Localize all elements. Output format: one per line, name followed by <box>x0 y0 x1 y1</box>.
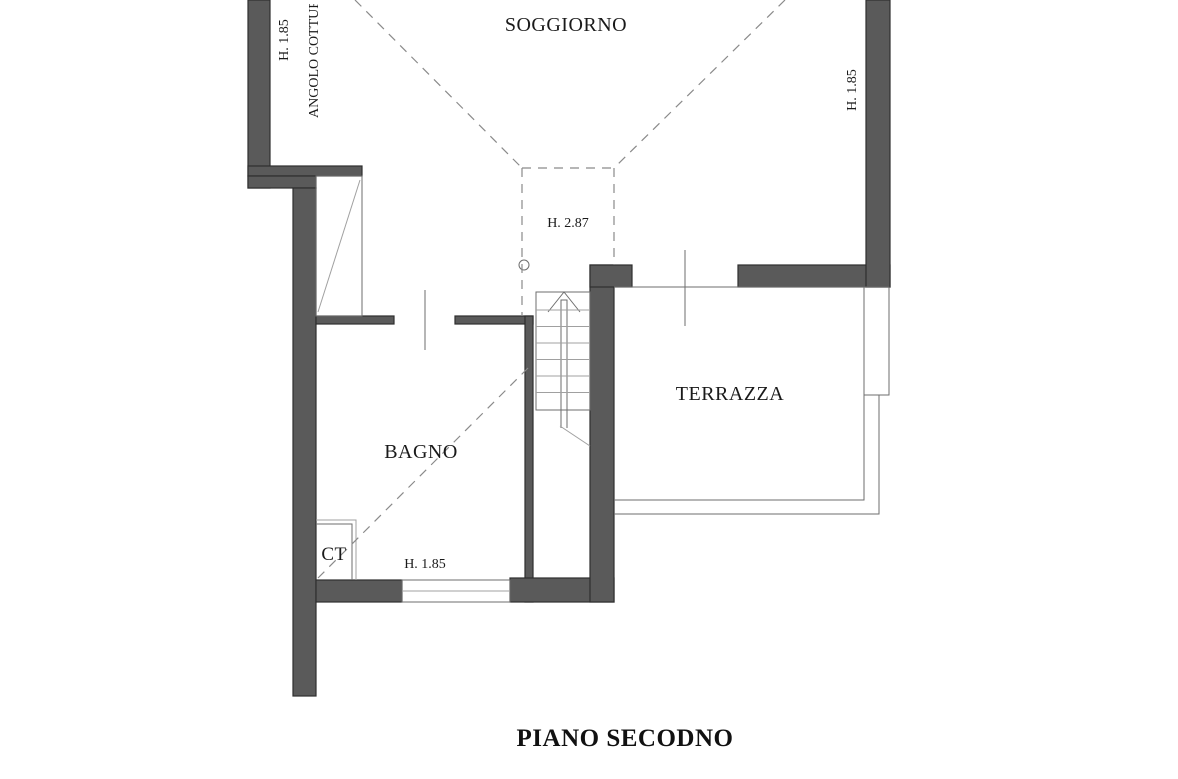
fixtures <box>315 175 890 603</box>
stair-arrow-head <box>547 291 581 313</box>
stair-arrow-shaft <box>560 299 568 428</box>
stair-outline <box>535 291 591 411</box>
room-label-bagno: BAGNO <box>384 441 458 463</box>
wall-left <box>292 187 317 697</box>
room-label-soggiorno: SOGGIORNO <box>505 14 627 36</box>
wall-bathroom-top-left <box>315 315 395 325</box>
ceiling-hip-right <box>613 0 786 169</box>
terrace-railing-post <box>863 286 890 396</box>
ceiling-hip-left <box>354 0 523 169</box>
wall-stair-right <box>589 264 615 603</box>
label-angolo-cottura: ANGOLO COTTURA <box>307 0 322 118</box>
room-label-terrazza: TERRAZZA <box>676 383 784 405</box>
ct-box <box>316 523 353 580</box>
stair-cut-line <box>559 425 591 447</box>
wall-stair-cap <box>589 264 633 288</box>
plan-title: PIANO SECODNO <box>517 725 734 752</box>
wall-right <box>865 0 891 288</box>
height-label-bagno: H. 1.85 <box>404 557 446 572</box>
wall-left-jog <box>247 175 317 189</box>
walls <box>247 0 891 697</box>
height-label-angolo: H. 1.85 <box>277 19 292 61</box>
terrace-outline-inner <box>614 286 865 501</box>
wall-bottom-left <box>315 579 403 603</box>
kitchen-cabinet-diagonal <box>317 179 361 313</box>
wall-kitchen-ledge <box>247 165 363 177</box>
ceiling-lines <box>317 0 786 579</box>
staircase <box>535 291 591 447</box>
wall-bathroom-right <box>524 315 534 603</box>
wall-bathroom-top-right <box>454 315 534 325</box>
labels: SOGGIORNO TERRAZZA BAGNO CT H. 2.87 H. 1… <box>277 0 860 752</box>
height-label-soggiorno-right: H. 1.85 <box>845 69 860 111</box>
ct-box-inner <box>316 519 357 580</box>
angolo-text-clip-mask <box>300 0 328 4</box>
ceiling-bathroom-diagonal <box>317 367 529 579</box>
height-label-center: H. 2.87 <box>547 216 589 231</box>
terrace-outline-outer <box>614 395 880 515</box>
wall-top-left <box>247 0 271 189</box>
room-label-ct: CT <box>321 544 346 565</box>
kitchen-cabinet <box>315 175 363 317</box>
column-marker <box>518 259 530 271</box>
